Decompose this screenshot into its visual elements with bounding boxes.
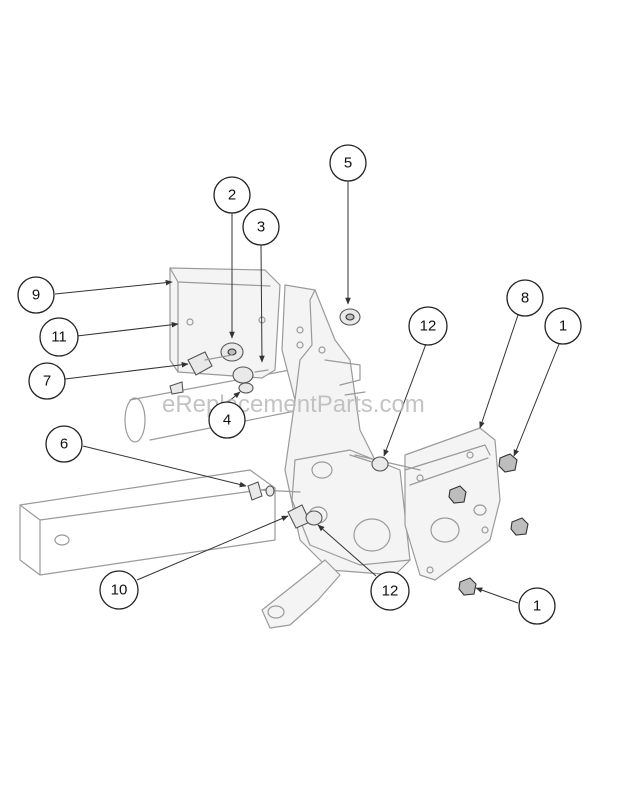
callout-c7: 7 <box>28 362 66 400</box>
hex-nut-icon <box>510 517 529 536</box>
callout-label: 7 <box>43 373 51 390</box>
callout-c3: 3 <box>242 208 280 246</box>
spacer-icon <box>305 510 323 526</box>
parts-line-art <box>19 267 501 629</box>
callout-c2: 2 <box>213 176 251 214</box>
callout-label: 6 <box>60 436 68 453</box>
callout-label: 3 <box>257 219 265 236</box>
callout-label: 5 <box>344 155 352 172</box>
callout-label: 1 <box>559 318 567 335</box>
callout-label: 12 <box>420 318 437 335</box>
callout-c12a: 12 <box>408 306 448 346</box>
callout-label: 2 <box>228 187 236 204</box>
callout-label: 11 <box>51 329 67 346</box>
callout-c4: 4 <box>208 401 246 439</box>
callout-label: 1 <box>533 598 541 615</box>
hardware-items <box>169 308 529 596</box>
callout-c11: 11 <box>39 317 79 357</box>
hex-nut-icon <box>498 453 518 473</box>
leader-lines <box>54 181 560 604</box>
callout-c1a: 1 <box>544 307 582 345</box>
callout-c10: 10 <box>99 570 139 610</box>
callout-c9: 9 <box>17 276 55 314</box>
watermark-text: eReplacementParts.com <box>162 391 425 418</box>
spacer-icon <box>232 366 254 384</box>
callout-label: 4 <box>223 412 231 429</box>
callout-label: 9 <box>32 287 40 304</box>
bolt-icon <box>247 481 263 501</box>
callout-c12b: 12 <box>370 571 410 611</box>
callout-label: 12 <box>382 583 399 600</box>
callout-c6: 6 <box>45 425 83 463</box>
hex-nut-icon <box>458 577 477 596</box>
knob-icon <box>187 351 213 376</box>
hex-nut-icon <box>448 485 467 504</box>
spacer-icon <box>371 456 389 472</box>
callout-label: 8 <box>521 290 529 307</box>
callout-label: 10 <box>111 582 128 599</box>
callout-c8: 8 <box>506 279 544 317</box>
callout-c1b: 1 <box>518 587 556 625</box>
callout-c5: 5 <box>329 144 367 182</box>
